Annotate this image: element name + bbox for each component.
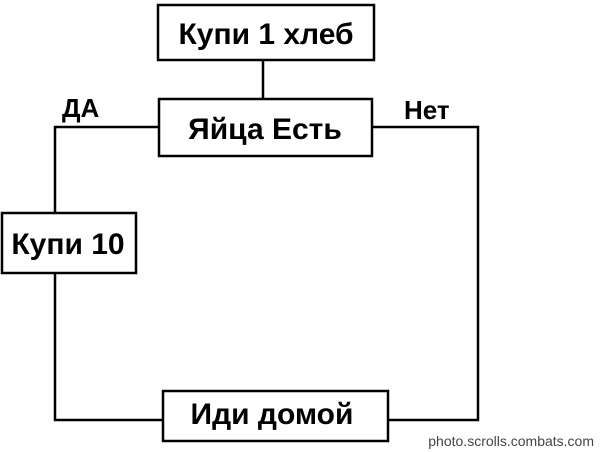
node-eggs-exist-label: Яйца Есть (188, 113, 342, 146)
node-buy-bread-box (156, 3, 376, 62)
node-go-home-box (161, 389, 390, 443)
connector-eggs-to-buy-ten (53, 125, 159, 213)
node-buy-ten-box (0, 211, 138, 275)
node-go-home-label: Иди домой (191, 398, 354, 431)
node-buy-bread-label: Купи 1 хлеб (178, 18, 353, 51)
node-buy-ten-label: Купи 10 (11, 228, 124, 261)
watermark-text: photo.scrolls.combats.com (428, 433, 594, 449)
node-eggs-exist-box (157, 97, 374, 158)
connector-eggs-to-home (372, 125, 480, 422)
connector-buy-ten-to-home (53, 273, 163, 422)
edge-no-label: Нет (404, 95, 450, 125)
edge-yes-label: ДА (62, 93, 100, 123)
